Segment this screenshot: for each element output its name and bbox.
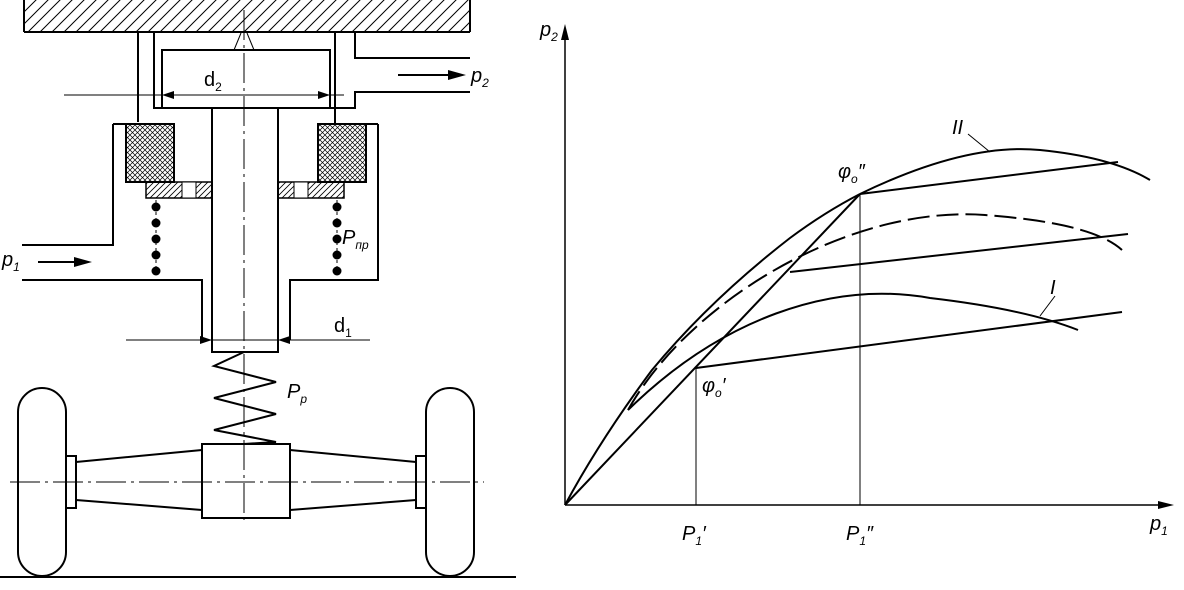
label-curve-II: II [952, 117, 964, 139]
frame-hatch [24, 0, 470, 32]
lower-housing [22, 123, 379, 340]
inlet-arrow [74, 257, 92, 267]
label-curve-I: I [1050, 277, 1056, 299]
label-d2: d2 [204, 69, 222, 94]
label-p1: p1 [1, 249, 20, 274]
label-phi-o-prime: φo′ [702, 375, 727, 400]
curve-I [627, 292, 1079, 411]
characteristic-graph: p2 p1 P1′ P1″ I II φo′ φo″ [539, 19, 1174, 548]
label-p-pr: Pпр [342, 227, 369, 252]
line-II [859, 161, 1119, 195]
label-p-p: Pр [287, 381, 307, 406]
line-middle [789, 233, 1129, 273]
valve-schematic: d2 p2 Pпр p1 [0, 0, 516, 578]
axle-housing [201, 443, 291, 519]
y-axis-label: p2 [539, 19, 558, 44]
tick-label-p1-double: P1″ [846, 523, 874, 548]
seal-left [125, 123, 175, 183]
load-spring [211, 351, 277, 445]
curve-middle [627, 213, 1123, 411]
label-phi-o-double: φo″ [838, 161, 866, 186]
axle-beam [75, 449, 417, 511]
tick-label-p1-prime: P1′ [682, 523, 707, 548]
line-origin-phi2 [564, 193, 861, 506]
x-axis-label: p1 [1149, 513, 1168, 538]
outlet-chamber [137, 32, 470, 124]
piston-large [161, 49, 331, 109]
spring-left [151, 202, 161, 276]
line-I [695, 311, 1123, 369]
curve-II [859, 148, 1151, 195]
seal-right [317, 123, 367, 183]
outlet-arrow [448, 70, 466, 80]
label-p2: p2 [470, 65, 489, 90]
label-d1: d1 [334, 315, 352, 340]
envelope-curve [564, 193, 861, 506]
valve-stem [211, 107, 279, 353]
